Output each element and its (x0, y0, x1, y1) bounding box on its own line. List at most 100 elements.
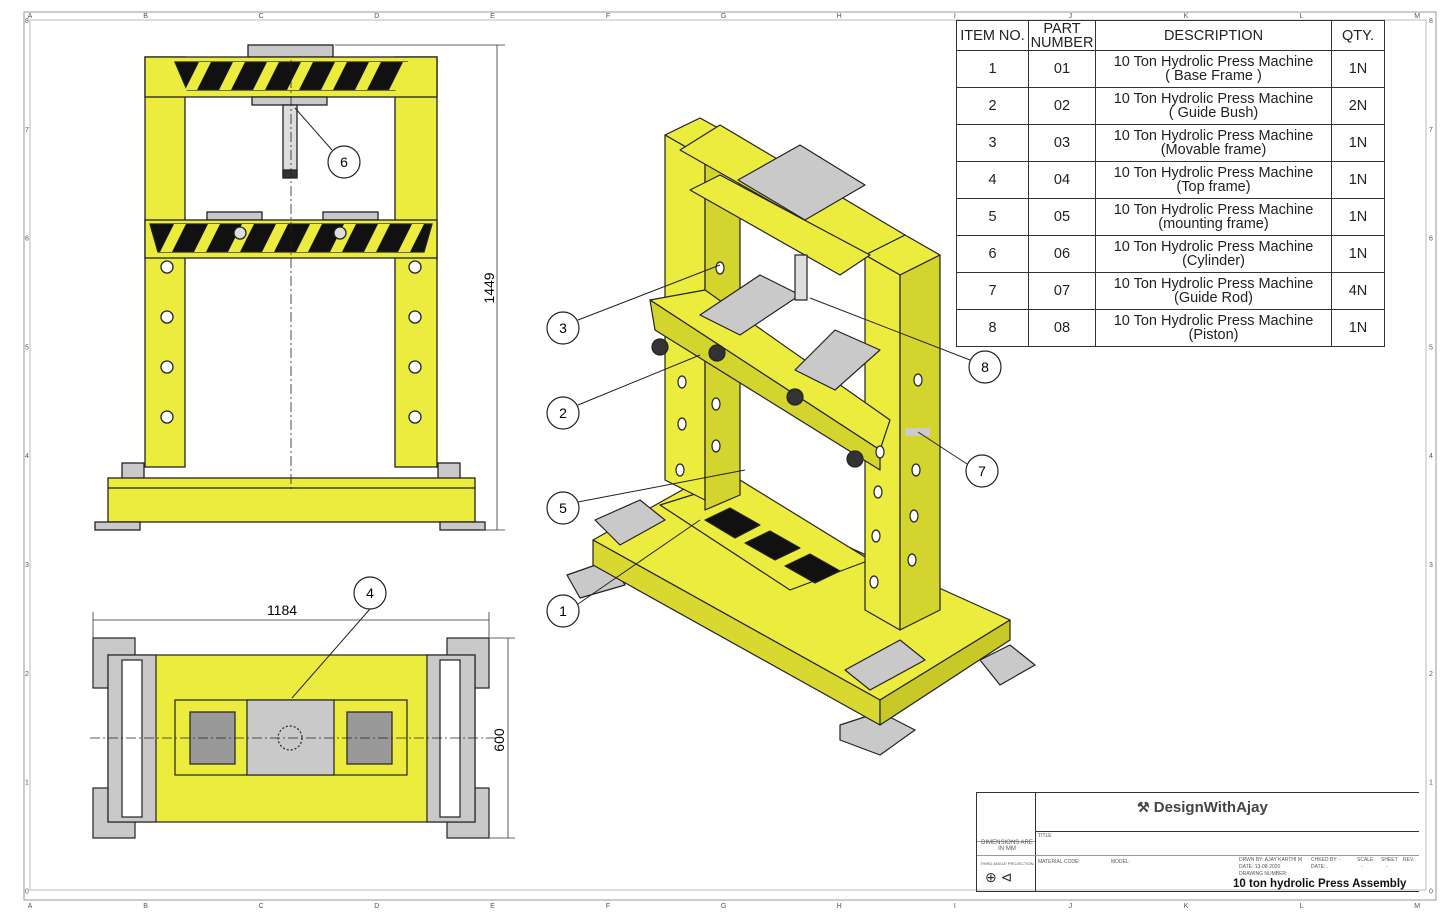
zone-row-label: 5 (25, 344, 29, 351)
balloon-number: 4 (366, 585, 374, 601)
width-dimension (92, 612, 515, 839)
header-description: DESCRIPTION (1095, 20, 1332, 51)
zone-column-label: E (490, 903, 495, 910)
description-line2: (Top frame) (1176, 179, 1251, 195)
bolt-hole (677, 417, 687, 431)
description-line2: (Piston) (1188, 327, 1239, 343)
hazard-stripe (287, 62, 313, 90)
height-dimension (335, 44, 505, 531)
header-part-number: PART NUMBER (1028, 20, 1096, 51)
bom-row: 1 01 10 Ton Hydrolic Press Machine( Base… (956, 50, 1385, 88)
bom-row: 5 05 10 Ton Hydrolic Press Machine(mount… (956, 198, 1385, 236)
zone-column-label: A (28, 13, 33, 20)
wrench-hand-icon: ⚒ (1137, 799, 1150, 815)
description-line2: ( Base Frame ) (1165, 68, 1262, 84)
sheet-label: SHEET (1381, 857, 1398, 863)
balloon-5: 5 (546, 491, 580, 525)
quantity: 1N (1331, 235, 1385, 273)
hazard-stripe (355, 62, 381, 90)
description-line1: 10 Ton Hydrolic Press Machine (1113, 313, 1314, 329)
zone-row-label: 0 (25, 888, 29, 895)
balloon-number: 1 (559, 603, 567, 619)
zone-row-label: 0 (1429, 888, 1433, 895)
zone-row-label: 4 (1429, 453, 1433, 460)
zone-row-label: 1 (25, 780, 29, 787)
bolt-hole (875, 445, 885, 459)
description-line2: ( Guide Bush) (1168, 105, 1259, 121)
description-line1: 10 Ton Hydrolic Press Machine (1113, 202, 1314, 218)
zone-column-label: K (1184, 903, 1189, 910)
balloon-2: 2 (546, 396, 580, 430)
third-angle-projection-icon: ⊕ ⊲ (985, 869, 1013, 885)
material-code: MATERIAL CODE: (1038, 859, 1080, 865)
zone-column-label: H (837, 13, 842, 20)
bolt-hole (869, 575, 879, 589)
units-note: DIMENSIONS ARE IN MM (981, 840, 1033, 852)
bom-row: 7 07 10 Ton Hydrolic Press Machine(Guide… (956, 272, 1385, 310)
zone-column-label: F (606, 13, 610, 20)
bolt-hole (711, 397, 721, 411)
quantity: 2N (1331, 87, 1385, 125)
description: 10 Ton Hydrolic Press Machine(Cylinder) (1095, 235, 1332, 273)
bolt-hole (408, 410, 422, 424)
zone-column-label: E (490, 13, 495, 20)
part-number: 07 (1028, 272, 1096, 310)
balloon-8: 8 (968, 350, 1002, 384)
balloon-number: 3 (559, 320, 567, 336)
zone-column-label: I (954, 13, 956, 20)
bolt-hole (715, 261, 725, 275)
bom-row: 8 08 10 Ton Hydrolic Press Machine(Pisto… (956, 309, 1385, 347)
quantity: 4N (1331, 272, 1385, 310)
top-view (90, 637, 500, 839)
zone-column-label: M (1414, 903, 1420, 910)
balloon-number: 7 (978, 463, 986, 479)
description: 10 Ton Hydrolic Press Machine( Base Fram… (1095, 50, 1332, 88)
item-no: 4 (956, 161, 1029, 199)
rev-label: REV. (1403, 857, 1415, 863)
hazard-stripe (262, 224, 288, 252)
zone-column-label: I (954, 903, 956, 910)
item-no: 8 (956, 309, 1029, 347)
description: 10 Ton Hydrolic Press Machine( Guide Bus… (1095, 87, 1332, 125)
bolt-hole (408, 360, 422, 374)
zone-row-label: 8 (25, 18, 29, 25)
dimension-depth-label: 600 (491, 728, 507, 752)
zone-column-label: D (374, 13, 379, 20)
bom-header-row: ITEM NO. PART NUMBER DESCRIPTION QTY. (956, 20, 1385, 51)
balloon-4: 4 (353, 576, 387, 610)
zone-column-label: M (1414, 13, 1420, 20)
quantity: 1N (1331, 198, 1385, 236)
quantity: 1N (1331, 309, 1385, 347)
zone-row-label: 2 (25, 671, 29, 678)
zone-column-label: B (143, 903, 148, 910)
zone-row-label: 3 (25, 562, 29, 569)
bolt-hole (909, 509, 919, 523)
checked-by: CHKED BY: - (1311, 857, 1341, 863)
item-no: 1 (956, 50, 1029, 88)
zone-column-label: D (374, 903, 379, 910)
quantity: 1N (1331, 50, 1385, 88)
description-line1: 10 Ton Hydrolic Press Machine (1113, 239, 1314, 255)
zone-column-label: J (1069, 13, 1073, 20)
bolt-hole (677, 375, 687, 389)
bolt-hole (160, 360, 174, 374)
description: 10 Ton Hydrolic Press Machine(Guide Rod) (1095, 272, 1332, 310)
sheet-border (23, 11, 1437, 901)
hazard-stripe (185, 62, 211, 90)
title-label: TITLE (1038, 833, 1052, 839)
zone-column-label: H (837, 903, 842, 910)
dimension-width-label: 1184 (267, 602, 297, 618)
zone-column-label: A (28, 903, 33, 910)
description-line1: 10 Ton Hydrolic Press Machine (1113, 276, 1314, 292)
balloon-7: 7 (965, 454, 999, 488)
bolt-hole (408, 310, 422, 324)
balloon-leaders (291, 107, 971, 699)
description: 10 Ton Hydrolic Press Machine(mounting f… (1095, 198, 1332, 236)
bolt-hole (408, 260, 422, 274)
bom-row: 4 04 10 Ton Hydrolic Press Machine(Top f… (956, 161, 1385, 199)
hazard-stripe (160, 224, 186, 252)
bolt-hole (160, 260, 174, 274)
part-number: 08 (1028, 309, 1096, 347)
